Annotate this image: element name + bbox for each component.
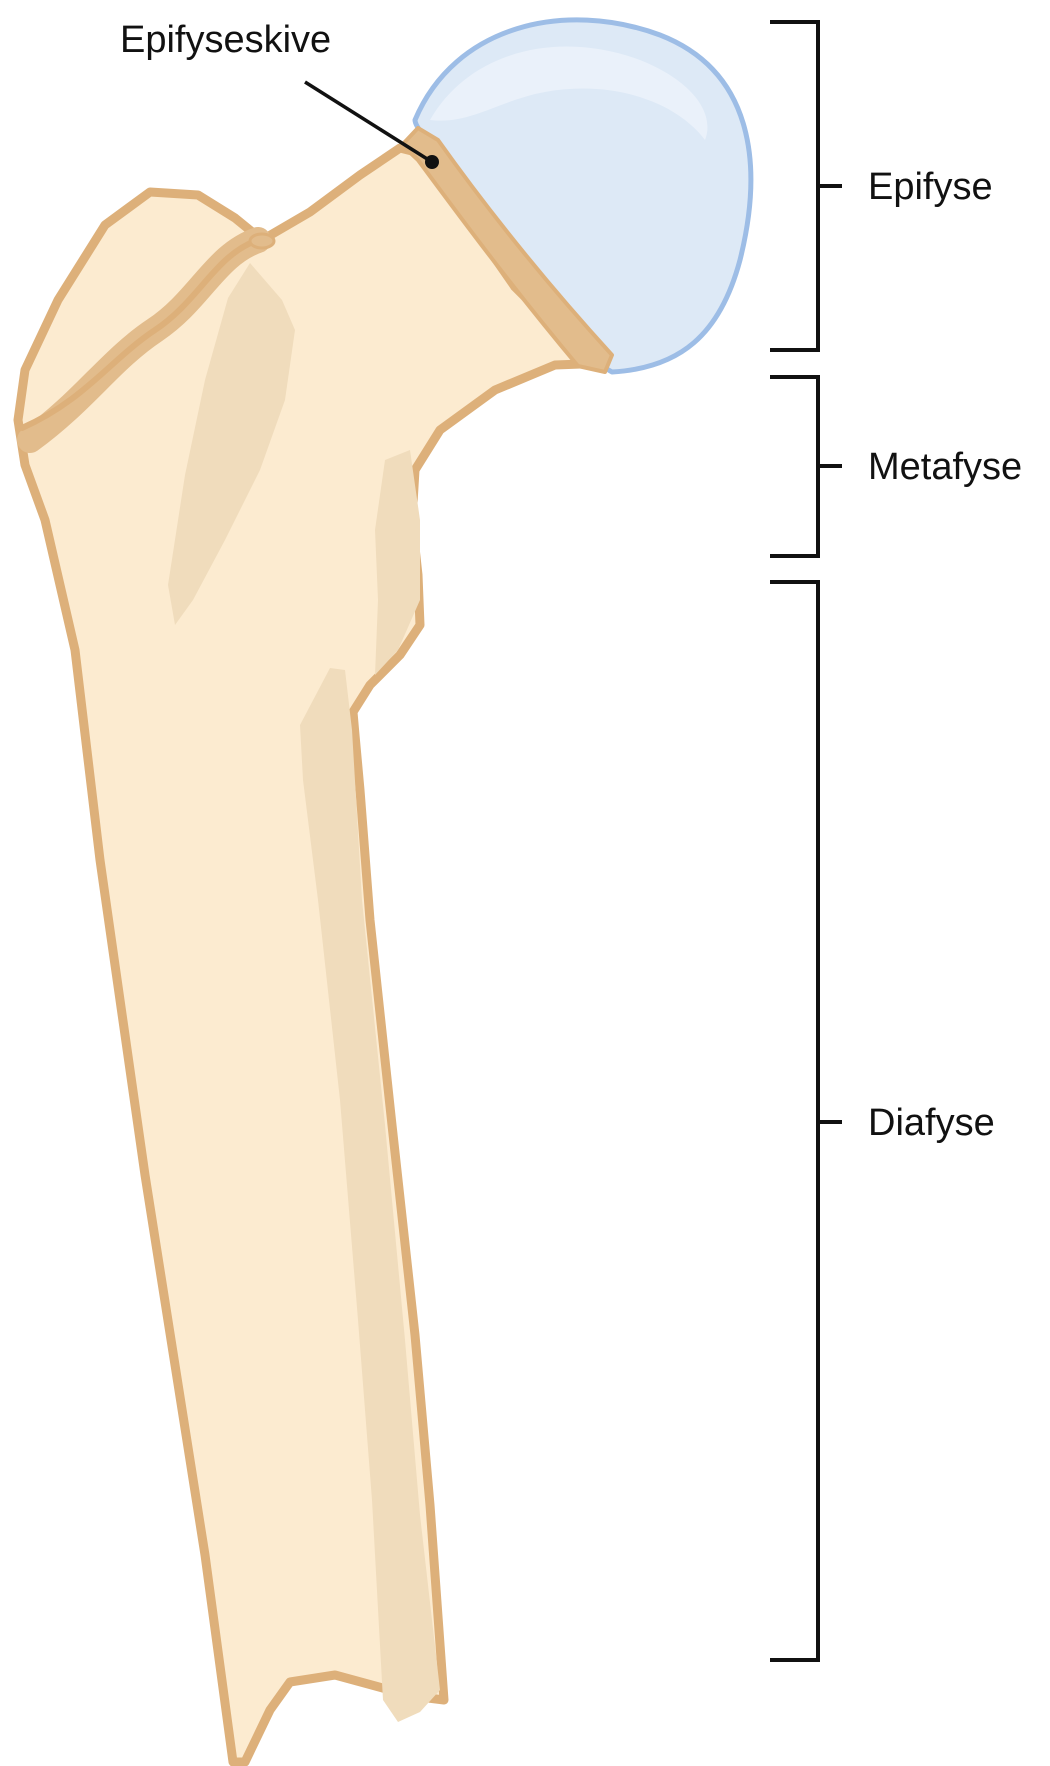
neck-notch: [250, 234, 274, 248]
diaphysis-bracket: [770, 582, 842, 1660]
metaphysis-bracket: [770, 377, 842, 556]
epiphysis-label: Epifyse: [868, 166, 993, 208]
diaphysis-label: Diafyse: [868, 1102, 995, 1144]
metaphysis-label: Metafyse: [868, 446, 1022, 488]
growth-plate-label: Epifyseskive: [120, 19, 331, 61]
femur-bone: [18, 20, 751, 1762]
epiphysis-bracket: [770, 22, 842, 350]
region-brackets: [770, 22, 842, 1660]
femur-shaft-outline: [18, 148, 608, 1762]
pointer-dot: [425, 155, 439, 169]
